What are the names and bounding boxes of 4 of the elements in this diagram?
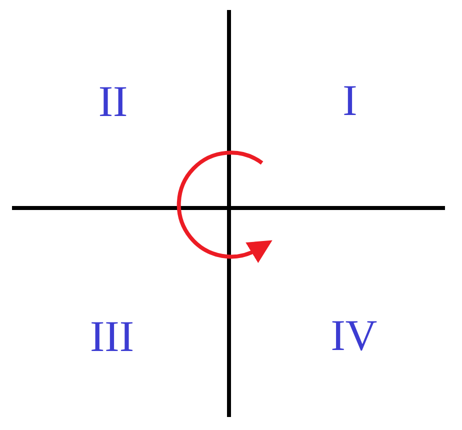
- quadrant-label: III: [90, 315, 134, 359]
- quadrant-label: II: [98, 80, 128, 124]
- quadrant-label: IV: [330, 314, 378, 358]
- quadrant-label: I: [342, 79, 358, 123]
